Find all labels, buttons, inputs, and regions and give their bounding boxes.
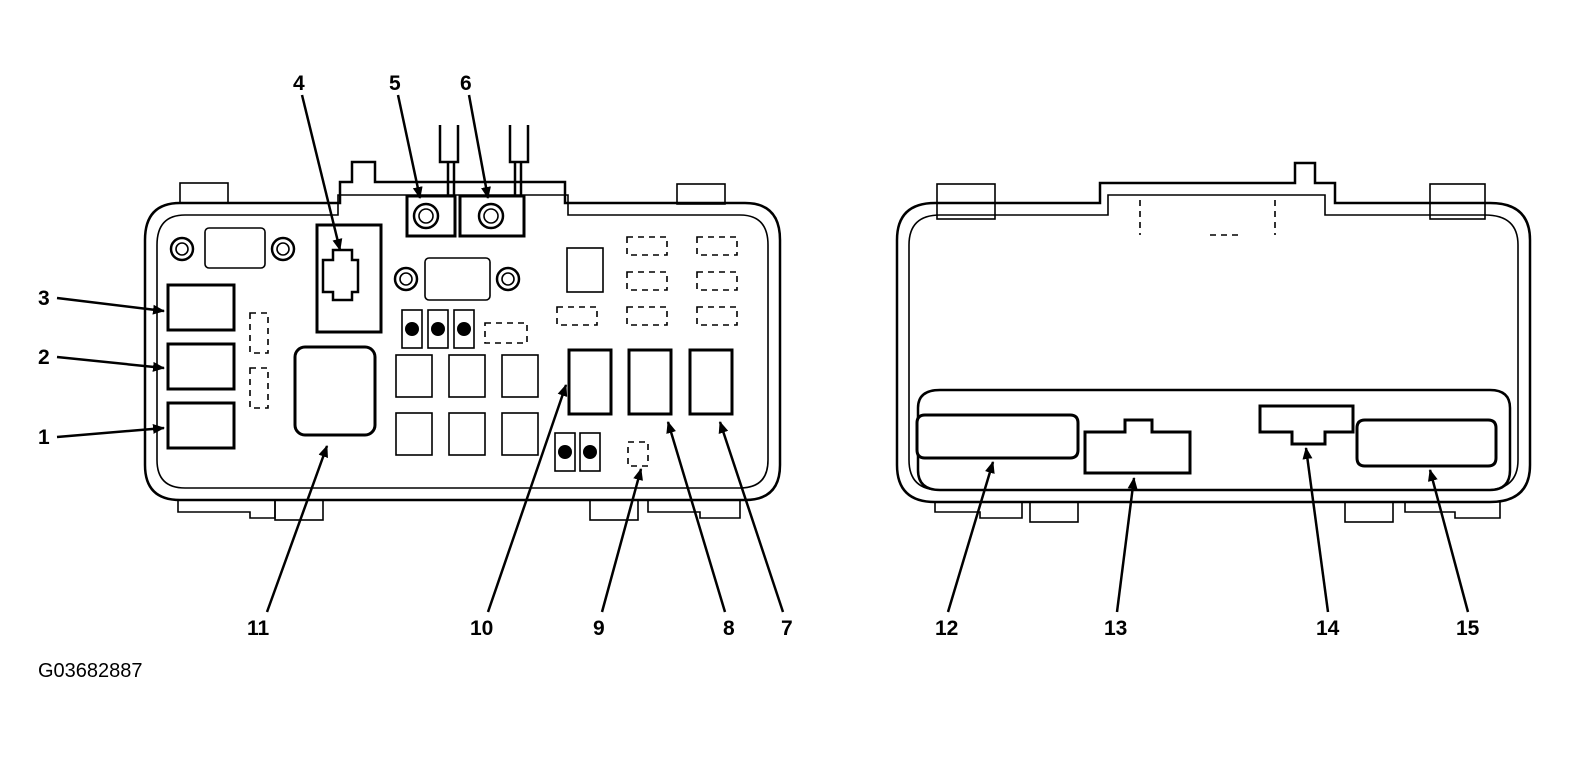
relay-11 <box>293 345 377 437</box>
left-fuse-box <box>143 125 782 521</box>
connector-14 <box>1258 404 1355 446</box>
callout-10: 10 <box>470 617 493 640</box>
relay-1 <box>166 401 236 450</box>
connector-13 <box>1083 418 1192 475</box>
callout-13: 13 <box>1104 617 1127 640</box>
center-terminal-bar <box>393 257 521 301</box>
left-terminal-bar <box>169 227 296 269</box>
callout-14: 14 <box>1316 617 1340 640</box>
relay-2 <box>166 342 236 391</box>
callout-2: 2 <box>38 346 50 369</box>
relay-7 <box>688 348 734 416</box>
fuse-9 <box>627 441 649 467</box>
relay-10 <box>567 348 613 416</box>
callout-6: 6 <box>460 72 472 95</box>
callout-11: 11 <box>247 617 270 640</box>
right-fuse-box <box>895 161 1532 523</box>
callout-7: 7 <box>781 617 793 640</box>
relay-3 <box>166 283 236 332</box>
callout-5: 5 <box>389 72 401 95</box>
connector-4 <box>315 223 383 334</box>
callout-12: 12 <box>935 617 958 640</box>
callout-4: 4 <box>293 72 305 95</box>
callout-8: 8 <box>723 617 735 640</box>
leader-arrows <box>56 94 1470 613</box>
battery-cables <box>405 125 530 238</box>
callout-3: 3 <box>38 287 50 310</box>
connector-12 <box>915 413 1080 460</box>
callout-15: 15 <box>1456 617 1480 640</box>
callout-labels: 3 2 1 4 5 6 7 8 9 10 11 12 13 14 15 <box>38 72 1480 640</box>
connector-15 <box>1355 418 1498 468</box>
callout-1: 1 <box>38 426 50 449</box>
diagram-code: G03682887 <box>38 660 143 682</box>
relay-8 <box>627 348 673 416</box>
callout-9: 9 <box>593 617 605 640</box>
